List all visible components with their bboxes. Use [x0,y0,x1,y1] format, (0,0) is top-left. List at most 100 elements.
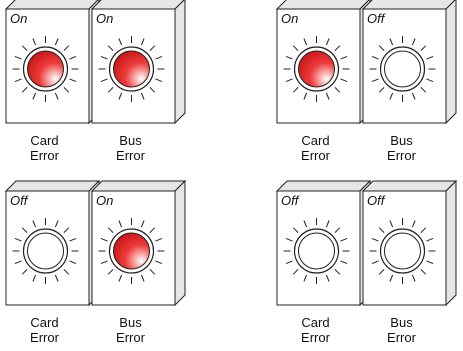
light-rays [98,218,165,284]
state-label: On [96,193,113,208]
lamp-off [384,50,421,88]
ray [32,92,37,100]
ray [21,45,28,51]
panel-top-face [275,0,370,10]
ray [69,78,77,83]
caption-line-1: Bus [119,315,142,330]
ray [107,227,114,233]
panel-top-face [90,180,187,192]
ray [14,78,22,83]
ray [389,92,394,100]
caption-line-2: Error [30,148,60,163]
panel-side-face [174,0,186,125]
ray [32,38,37,46]
ray [334,45,341,51]
state-label: Off [367,193,386,208]
ray [371,260,379,265]
panel-side-face [445,0,457,125]
panel-top-face [4,0,99,10]
caption-line-1: Card [30,133,58,148]
caption-line-2: Error [30,330,60,345]
ray [411,38,416,46]
ray [155,237,163,242]
ray [334,269,341,275]
ray [371,237,379,242]
ray [285,260,293,265]
lamp-lit [298,50,335,88]
ray [325,220,330,228]
ray [420,269,427,275]
ray [389,220,394,228]
ray [32,220,37,228]
light-rays [283,36,350,102]
caption-line-2: Error [301,148,331,163]
ray [340,260,348,265]
ray [389,38,394,46]
state-label: On [10,11,27,26]
caption-line-1: Bus [390,315,413,330]
ray [100,237,108,242]
ray [149,45,156,51]
caption-line-2: Error [387,148,417,163]
caption-line-1: Card [301,133,329,148]
ray [100,78,108,83]
ray [340,55,348,60]
ray [389,274,394,282]
ray [303,38,308,46]
ray [118,274,123,282]
ray [54,220,59,228]
lamp-lit [113,50,150,88]
ray [340,78,348,83]
ray [303,220,308,228]
ray [100,260,108,265]
ray [140,38,145,46]
ray [334,87,341,93]
panel-top-face [4,180,101,192]
panel-top-face [275,180,372,192]
ray [14,260,22,265]
ray [378,227,385,233]
ray [285,78,293,83]
ray [371,78,379,83]
panel-side-face [174,179,186,307]
caption-line-2: Error [301,330,331,345]
ray [303,92,308,100]
state-label: Off [281,193,300,208]
ray [426,55,434,60]
caption-line-2: Error [116,148,146,163]
ray [107,45,114,51]
panel-side-face [445,179,457,307]
ray [411,220,416,228]
ray [63,87,70,93]
panel-top-face [361,0,456,10]
ray [140,220,145,228]
ray [107,269,114,275]
ray [69,237,77,242]
lamp-off [27,232,64,270]
ray [21,87,28,93]
ray [285,237,293,242]
ray [63,45,70,51]
ray [426,237,434,242]
ray [155,55,163,60]
ray [378,45,385,51]
lamp-lit [113,232,150,270]
ray [155,260,163,265]
ray [69,55,77,60]
light-rays [283,218,350,284]
ray [292,45,299,51]
ray [334,227,341,233]
ray [325,274,330,282]
ray [303,274,308,282]
ray [118,220,123,228]
